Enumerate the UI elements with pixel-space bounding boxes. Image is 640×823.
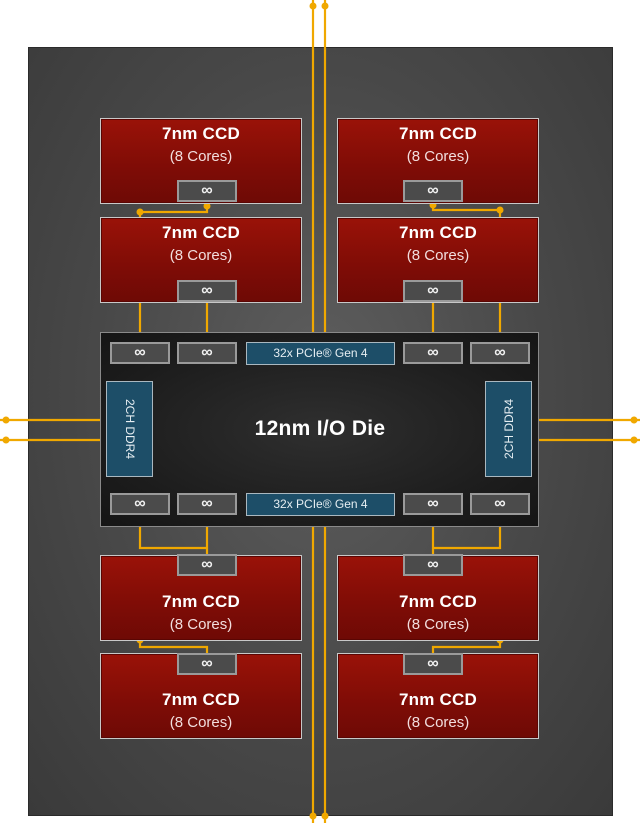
ccd-subtitle: (8 Cores) (406, 616, 470, 633)
io-infinity-port: ∞ (470, 493, 530, 515)
ccd-subtitle: (8 Cores) (169, 616, 233, 633)
io-die-title: 12nm I/O Die (254, 417, 386, 440)
io-infinity-port: ∞ (470, 342, 530, 364)
ccd-title: 7nm CCD (399, 223, 477, 242)
io-infinity-port: ∞ (110, 493, 170, 515)
ddr-left-wires (0, 418, 110, 442)
io-infinity-port: ∞ (177, 342, 237, 364)
ccd-infinity-port: ∞ (403, 554, 463, 576)
ccd-subtitle: (8 Cores) (406, 148, 470, 165)
ddr-right-label: 2CH DDR4 (501, 398, 516, 460)
pcie-bottom-block: 32x PCIe® Gen 4 (246, 493, 395, 516)
ccd-infinity-port: ∞ (177, 280, 237, 302)
ccd-subtitle: (8 Cores) (406, 714, 470, 731)
ccd-title: 7nm CCD (162, 124, 240, 143)
ccd-infinity-port: ∞ (403, 653, 463, 675)
ccd-infinity-port: ∞ (177, 653, 237, 675)
ccd-infinity-port: ∞ (403, 280, 463, 302)
pcie-top-wires (311, 0, 327, 340)
ccd-title: 7nm CCD (399, 592, 477, 611)
ccd-subtitle: (8 Cores) (169, 247, 233, 264)
ccd-subtitle: (8 Cores) (406, 247, 470, 264)
ddr-right-wires (530, 418, 640, 442)
ccd-top-left-2: 7nm CCD (8 Cores) (100, 217, 302, 303)
ccd-title: 7nm CCD (162, 592, 240, 611)
io-infinity-port: ∞ (177, 493, 237, 515)
io-infinity-port: ∞ (403, 493, 463, 515)
ccd-infinity-port: ∞ (403, 180, 463, 202)
ccd-top-right-1: 7nm CCD (8 Cores) (337, 118, 539, 204)
io-infinity-port: ∞ (110, 342, 170, 364)
ccd-subtitle: (8 Cores) (169, 148, 233, 165)
ccd-subtitle: (8 Cores) (169, 714, 233, 731)
ddr-left-block: 2CH DDR4 (106, 381, 153, 477)
ccd-infinity-port: ∞ (177, 180, 237, 202)
io-infinity-port: ∞ (403, 342, 463, 364)
ccd-title: 7nm CCD (399, 690, 477, 709)
ccd-title: 7nm CCD (399, 124, 477, 143)
ddr-right-block: 2CH DDR4 (485, 381, 532, 477)
pcie-bottom-wires (311, 515, 327, 823)
ccd-infinity-port: ∞ (177, 554, 237, 576)
ccd-title: 7nm CCD (162, 690, 240, 709)
ddr-left-label: 2CH DDR4 (122, 398, 137, 460)
ccd-title: 7nm CCD (162, 223, 240, 242)
pcie-top-block: 32x PCIe® Gen 4 (246, 342, 395, 365)
